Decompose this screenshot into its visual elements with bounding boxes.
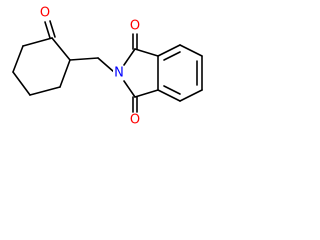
ketone-double-bond [44,20,56,39]
ring-bond [22,37,53,47]
chemical-structure: O N O O [12,6,203,128]
imide-ring [123,48,159,98]
ring-bond [59,59,71,88]
ring-bond [51,37,71,61]
atom-label-o: O [130,19,140,34]
benzene-ring [157,44,203,102]
atom-label-n: N [114,66,124,81]
atom-imide-nitrogen: N [113,66,126,81]
cyclohexanone-ring [12,37,71,96]
atom-imide-oxygen-top: O [129,19,141,34]
methylene-linker [69,57,115,73]
imide-carbonyl-top [132,33,138,50]
atom-label-o: O [40,6,50,21]
ring-bond [12,71,31,96]
atom-imide-oxygen-bottom: O [129,113,141,128]
ring-bond [29,86,61,96]
ring-bond [12,45,24,73]
atom-ketone-oxygen: O [39,6,51,21]
atom-label-o: O [130,113,140,128]
imide-carbonyl-bottom [132,96,138,113]
